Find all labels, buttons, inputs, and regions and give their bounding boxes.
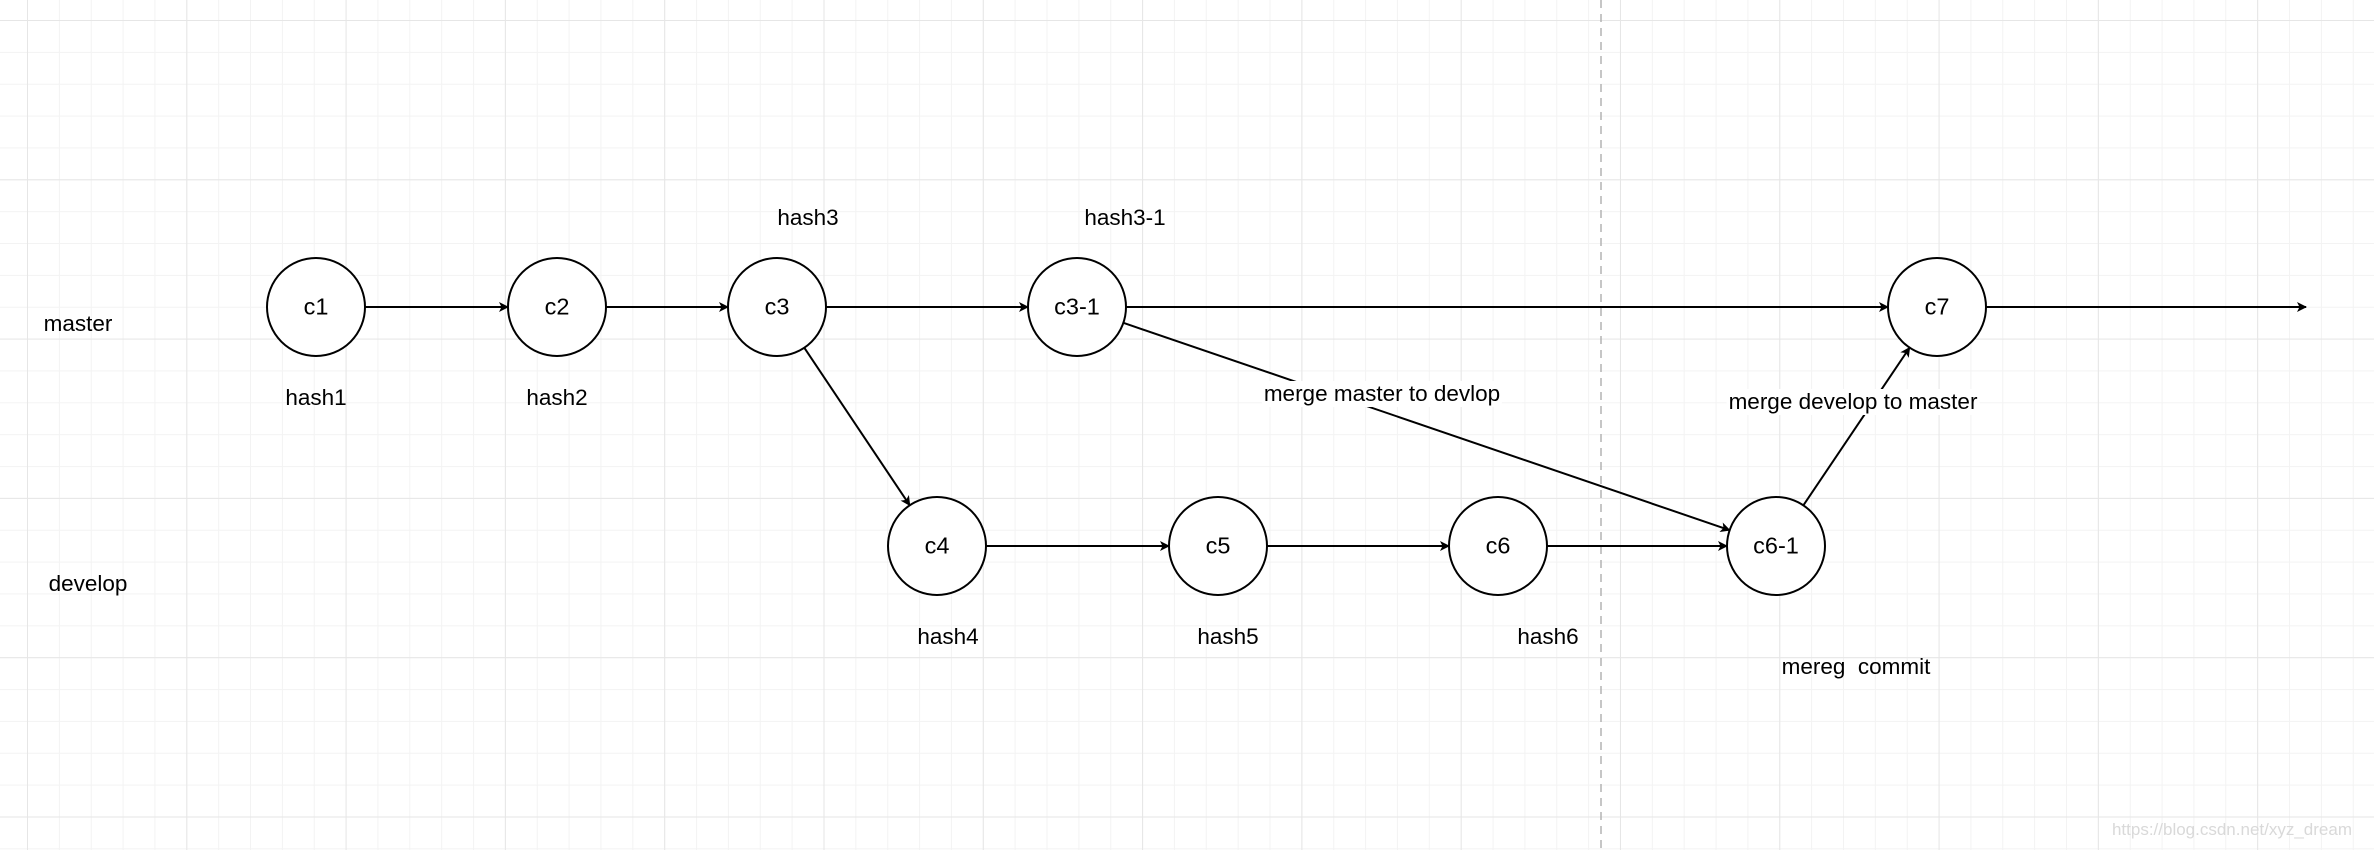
commit-node-c5	[1168, 496, 1268, 596]
commit-circle-c4	[887, 496, 987, 596]
branch-label-master: master	[43, 311, 113, 336]
commit-node-c1	[266, 257, 366, 357]
commit-node-c7	[1887, 257, 1987, 357]
commit-label-c6: c6	[1485, 532, 1511, 559]
commit-label-c2: c2	[544, 293, 570, 320]
hash-label-c6: hash6	[1517, 624, 1579, 649]
edge-label-c3-1-to-c6-1: merge master to devlop	[1261, 381, 1503, 407]
hash-label-c1: hash1	[285, 385, 347, 410]
commit-circle-c6-1	[1726, 496, 1826, 596]
hash-label-c3-1: hash3-1	[1084, 205, 1166, 230]
edge-c6-1-to-c7	[1802, 346, 1911, 506]
commit-label-c7: c7	[1924, 293, 1950, 320]
commit-node-c4	[887, 496, 987, 596]
commit-label-c4: c4	[924, 532, 950, 559]
commit-label-c3: c3	[764, 293, 790, 320]
commit-circle-c2	[507, 257, 607, 357]
commit-label-c3-1: c3-1	[1054, 293, 1100, 320]
commit-circle-c7	[1887, 257, 1987, 357]
commit-circle-c3-1	[1027, 257, 1127, 357]
commit-circle-c3	[727, 257, 827, 357]
commit-circle-c1	[266, 257, 366, 357]
merge-commit-annotation: mereg commit	[1781, 654, 1931, 679]
commit-label-c5: c5	[1205, 532, 1231, 559]
hash-label-c3: hash3	[777, 205, 839, 230]
commit-label-c6-1: c6-1	[1753, 532, 1799, 559]
hash-label-c4: hash4	[917, 624, 979, 649]
commit-label-c1: c1	[303, 293, 329, 320]
commit-node-c6	[1448, 496, 1548, 596]
hash-label-c2: hash2	[526, 385, 588, 410]
commit-node-c2	[507, 257, 607, 357]
edge-label-c6-1-to-c7: merge develop to master	[1726, 389, 1980, 415]
branch-label-develop: develop	[48, 571, 128, 596]
commit-node-c3	[727, 257, 827, 357]
watermark: https://blog.csdn.net/xyz_dream	[2111, 820, 2352, 839]
commit-circle-c5	[1168, 496, 1268, 596]
commit-circle-c6	[1448, 496, 1548, 596]
edge-c3-1-to-c6-1	[1123, 321, 1731, 532]
commit-node-c6-1	[1726, 496, 1826, 596]
edge-c3-to-c4	[803, 347, 911, 507]
hash-label-c5: hash5	[1197, 624, 1259, 649]
commit-node-c3-1	[1027, 257, 1127, 357]
